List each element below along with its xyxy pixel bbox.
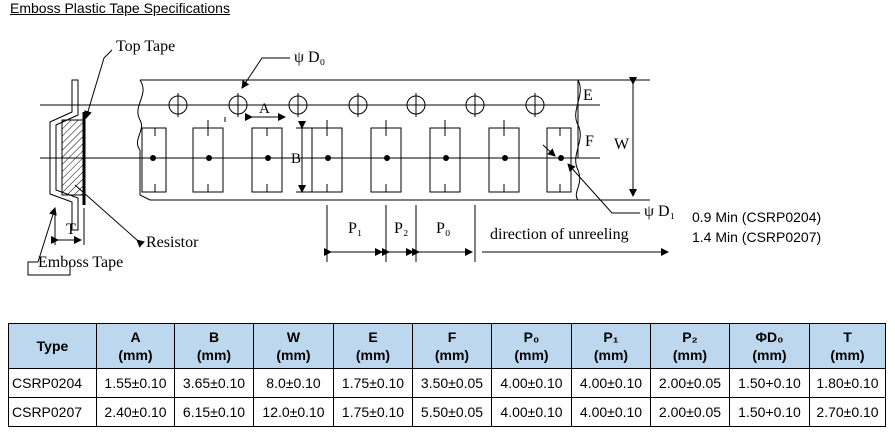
header-f: F(mm) (412, 323, 492, 369)
header-a: A(mm) (96, 323, 175, 369)
label-d0: ψ D₀ (294, 49, 325, 66)
cell-type: CSRP0204 (8, 368, 97, 398)
d1-note-0204: 0.9 Min (CSRP0204) (692, 209, 821, 225)
header-p1: P₁(mm) (571, 323, 651, 369)
cell-p0: 4.00±0.10 (491, 397, 572, 427)
cell-e: 1.75±0.10 (333, 368, 413, 398)
d1-note-0207: 1.4 Min (CSRP0207) (692, 229, 821, 245)
cell-w: 12.0±0.10 (253, 397, 334, 427)
label-w: W (614, 136, 630, 153)
cell-p1: 4.00±0.10 (571, 368, 651, 398)
label-top-tape: Top Tape (116, 38, 175, 55)
cell-p0: 4.00±0.10 (491, 368, 572, 398)
label-b: B (291, 151, 301, 167)
cell-a: 1.55±0.10 (96, 368, 175, 398)
cell-b: 6.15±0.10 (174, 397, 254, 427)
cell-e: 1.75±0.10 (333, 397, 413, 427)
cell-b: 3.65±0.10 (174, 368, 254, 398)
cell-p1: 4.00±0.10 (571, 397, 651, 427)
cell-t: 1.80±0.10 (809, 368, 886, 398)
header-d0: ΦD₀(mm) (729, 323, 810, 369)
label-a: A (259, 101, 270, 117)
header-p2: P₂(mm) (650, 323, 730, 369)
sprocket-holes (168, 93, 545, 117)
header-b: B(mm) (174, 323, 254, 369)
cell-f: 5.50±0.05 (412, 397, 492, 427)
label-direction: direction of unreeling (490, 226, 629, 243)
cell-p2: 2.00±0.05 (650, 397, 730, 427)
cell-f: 3.50±0.05 (412, 368, 492, 398)
header-type: Type (8, 323, 97, 369)
label-resistor: Resistor (146, 234, 199, 251)
header-p0: P₀(mm) (491, 323, 572, 369)
page-title: Emboss Plastic Tape Specifications (10, 0, 230, 16)
cell-p2: 2.00±0.05 (650, 368, 730, 398)
label-p0: P₀ (436, 220, 450, 237)
cell-d0: 1.50+0.10 (729, 397, 810, 427)
tape-side-view (49, 79, 86, 245)
label-emboss-tape: Emboss Tape (38, 254, 123, 271)
cell-type: CSRP0207 (8, 397, 97, 427)
cell-t: 2.70±0.10 (809, 397, 886, 427)
header-e: E(mm) (333, 323, 413, 369)
pocket-dots (150, 155, 564, 161)
tape-left-break (136, 79, 151, 201)
table-row: CSRP0204 1.55±0.10 3.65±0.10 8.0±0.10 1.… (8, 368, 886, 398)
cell-w: 8.0±0.10 (253, 368, 334, 398)
header-w: W(mm) (253, 323, 334, 369)
label-e: E (583, 87, 593, 104)
cell-a: 2.40±0.10 (96, 397, 175, 427)
label-p1: P₁ (348, 220, 362, 237)
label-f: F (585, 133, 594, 150)
tape-diagram: Top Tape ψ D₀ A B E F W ψ D₁ T Resistor … (27, 38, 821, 276)
label-d1: ψ D₁ (644, 203, 675, 220)
header-t: T(mm) (809, 323, 886, 369)
table-row: CSRP0207 2.40±0.10 6.15±0.10 12.0±0.10 1… (8, 397, 886, 427)
spec-table: Type A(mm) B(mm) W(mm) E(mm) F(mm) P₀(mm… (8, 323, 886, 427)
table-header-row: Type A(mm) B(mm) W(mm) E(mm) F(mm) P₀(mm… (8, 323, 886, 369)
label-t: T (66, 221, 76, 238)
label-p2: P₂ (394, 220, 408, 237)
cell-d0: 1.50+0.10 (729, 368, 810, 398)
